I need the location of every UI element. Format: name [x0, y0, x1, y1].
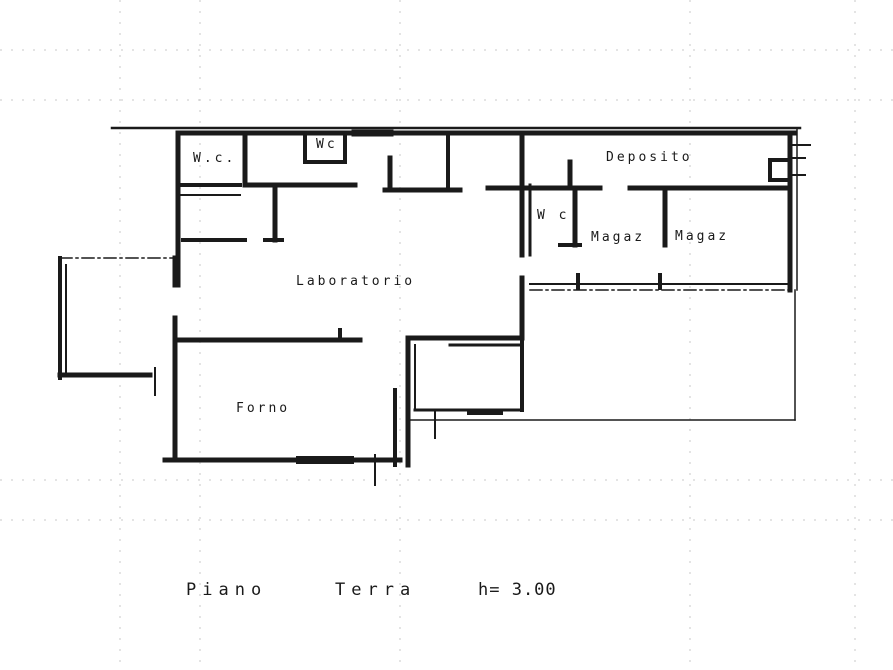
walls [57, 126, 811, 486]
room-label-magaz-2: Magaz [675, 229, 730, 244]
caption-floor: Piano [186, 580, 268, 600]
room-label-forno: Forno [236, 401, 291, 416]
caption-height: h= 3.00 [478, 580, 557, 600]
caption-level: Terra [335, 580, 417, 600]
room-label-wc-2: Wc [316, 137, 338, 152]
room-label-wc-1: W.c. [193, 151, 237, 166]
room-label-deposito: Deposito [606, 150, 693, 165]
room-label-laboratorio: Laboratorio [296, 274, 416, 289]
room-label-magaz-1: Magaz [591, 230, 646, 245]
room-label-wc-3: W c [537, 208, 570, 223]
